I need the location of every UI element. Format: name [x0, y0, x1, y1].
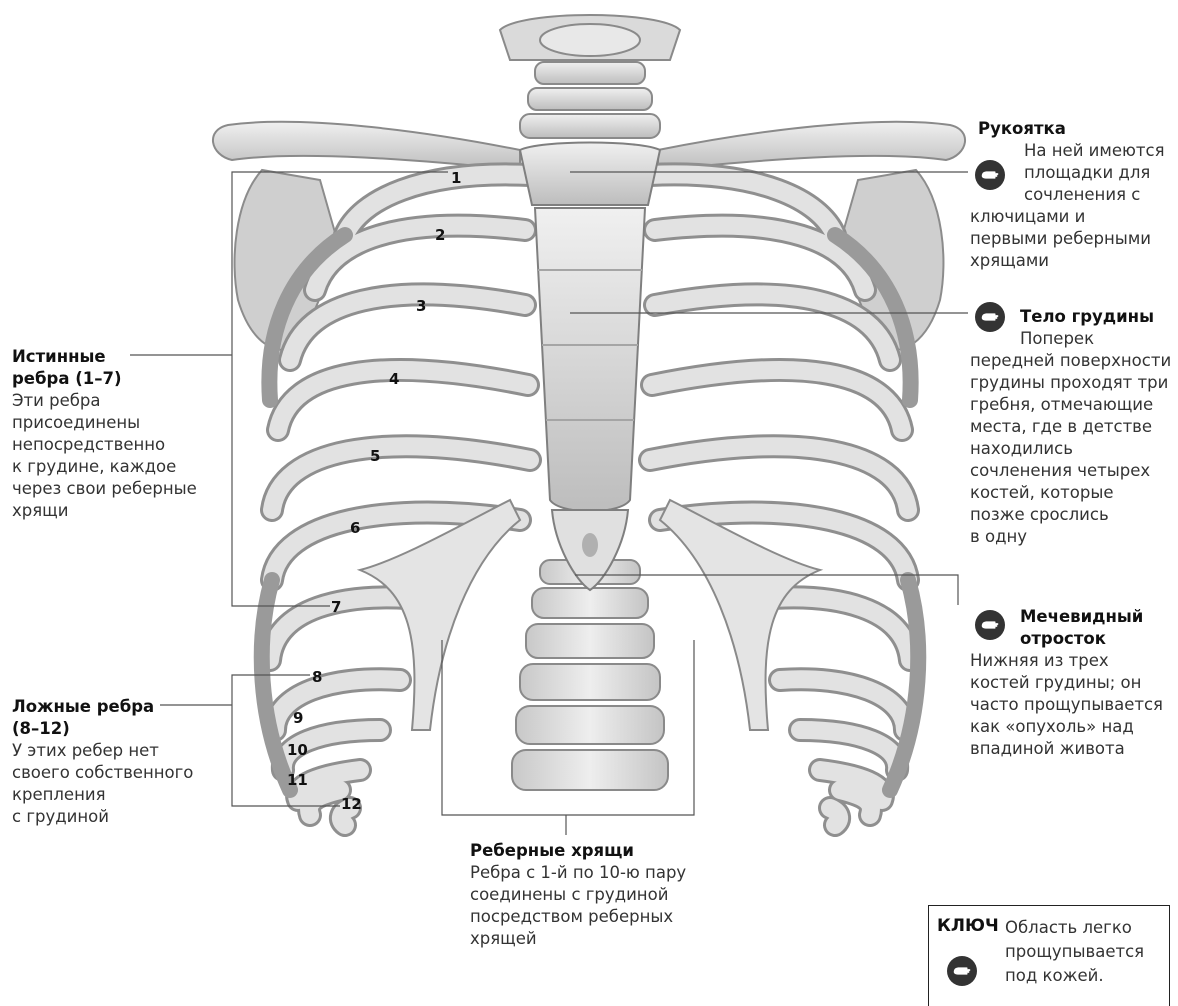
true-ribs-label: Истинные ребра (1–7) Эти ребра присоедин…: [12, 346, 222, 522]
rib-number-9: 9: [293, 709, 303, 727]
cervical-spine: [500, 15, 680, 138]
false-ribs-title-2: (8–12): [12, 718, 222, 740]
rib-number-6: 6: [350, 519, 360, 537]
rib-number-4: 4: [389, 370, 399, 388]
key-legend: КЛЮЧ Область легко прощупывается под кож…: [928, 905, 1170, 1006]
xiphoid-title-2: отросток: [970, 628, 1170, 650]
sternum: [520, 143, 660, 591]
key-description: Область легко прощупывается под кожей.: [1005, 916, 1165, 988]
left-costal-arch: [360, 500, 520, 730]
rib-number-12: 12: [341, 795, 362, 813]
right-clavicle: [658, 122, 965, 170]
rib-number-10: 10: [287, 741, 308, 759]
manubrium-label: Рукоятка: [978, 118, 1173, 140]
rib-number-7: 7: [331, 598, 341, 616]
true-ribs-title-1: Истинные: [12, 346, 222, 368]
false-ribs-label: Ложные ребра (8–12) У этих ребер нет сво…: [12, 696, 222, 828]
rib-number-3: 3: [416, 297, 426, 315]
xiphoid-title-1: Мечевидный: [970, 606, 1170, 628]
left-clavicle: [213, 122, 520, 170]
true-ribs-title-2: ребра (1–7): [12, 368, 222, 390]
spine-lower: [512, 560, 668, 790]
costal-cartilage-label: Реберные хрящи Ребра с 1-й по 10-ю пару …: [470, 840, 720, 950]
right-costal-arch: [660, 500, 820, 730]
rib-number-2: 2: [435, 226, 445, 244]
rib-number-11: 11: [287, 771, 308, 789]
xiphoid-label: Мечевидный отросток Нижняя из трех косте…: [970, 606, 1170, 760]
rib-number-5: 5: [370, 447, 380, 465]
rib-number-8: 8: [312, 668, 322, 686]
manubrium-desc: На ней имеются площадки для сочленения с…: [970, 140, 1175, 272]
manubrium-title: Рукоятка: [978, 118, 1173, 140]
sternum-body-title: Тело грудины: [970, 306, 1178, 328]
sternum-body-label: Тело грудины Поперек передней поверхност…: [970, 306, 1178, 548]
palpation-hand-icon: [947, 956, 977, 986]
costal-cartilage-title: Реберные хрящи: [470, 840, 720, 862]
key-title: КЛЮЧ: [937, 916, 999, 936]
rib-number-1: 1: [451, 169, 461, 187]
false-ribs-title-1: Ложные ребра: [12, 696, 222, 718]
